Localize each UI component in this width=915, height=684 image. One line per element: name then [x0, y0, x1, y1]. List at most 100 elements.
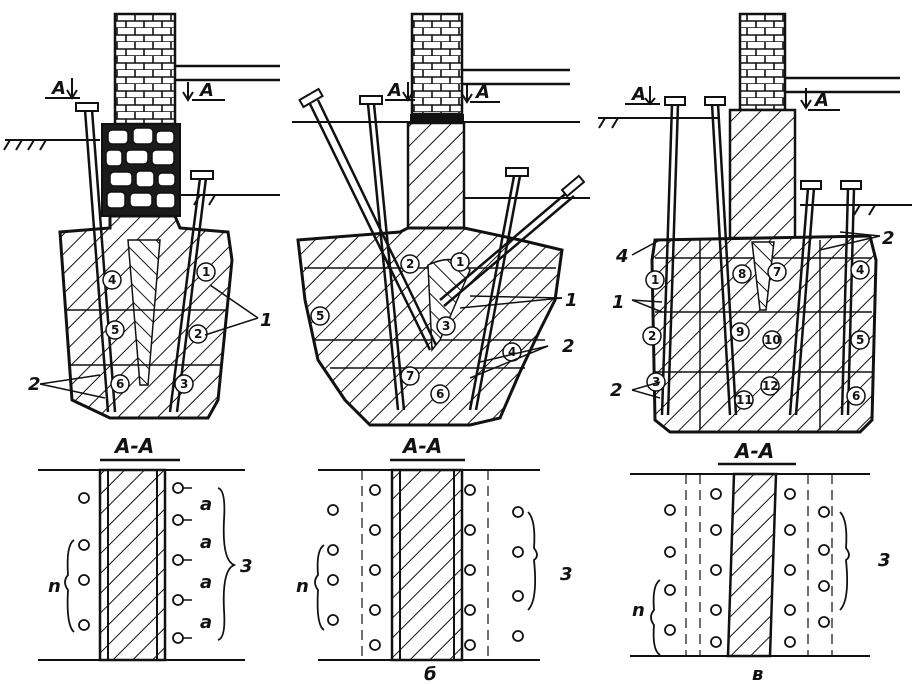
- section-title: A-A: [113, 434, 154, 458]
- injector-pipes-v: [660, 103, 856, 416]
- step-label: a: [200, 612, 212, 633]
- spacing-label: n: [296, 576, 309, 597]
- zone-number: 2: [194, 327, 202, 341]
- pipe-head-icon: [704, 96, 726, 106]
- pipe-head-icon: [800, 180, 822, 190]
- zone-number: 5: [316, 309, 324, 323]
- zone-number: 6: [116, 377, 124, 391]
- pipe-head-icon: [664, 96, 686, 106]
- brick-wall-v: [738, 12, 787, 112]
- zone-markers-a: [102, 262, 216, 394]
- foundation-b: [406, 121, 466, 230]
- callout-label: 1: [260, 310, 273, 331]
- zone-number: 7: [406, 369, 414, 383]
- zone-number: 3: [180, 377, 188, 391]
- callout-leaders-v: [631, 231, 881, 399]
- cut-mark-label: A: [386, 80, 402, 101]
- pipe-head-icon: [298, 87, 324, 109]
- zone-number: 9: [736, 325, 744, 339]
- section-mark-b-right: [461, 84, 500, 104]
- void-wedge-v: [751, 241, 775, 311]
- floor-slab-v: [785, 76, 900, 94]
- footing-cap-b: [410, 114, 464, 123]
- zone-number: 1: [202, 265, 210, 279]
- section-mark-v-left: [625, 86, 660, 106]
- step-label: a: [200, 494, 212, 515]
- pipe-head-icon: [359, 95, 383, 105]
- zone-number: 4: [508, 345, 516, 359]
- plan-view-a: [38, 468, 245, 662]
- step-label: a: [200, 532, 212, 553]
- panel-v: A A 1 2 3 4 5 6 7 8 9 10 11 12: [598, 12, 912, 684]
- step-label: a: [200, 572, 212, 593]
- pipe-head-icon: [190, 170, 214, 180]
- zone-number: 4: [856, 263, 864, 277]
- callout-label: 3: [560, 564, 573, 585]
- zone-markers-b: [310, 252, 522, 404]
- panel-caption: в: [752, 664, 763, 684]
- floor-slab-b: [462, 68, 570, 86]
- panel-a: A A 1 2 3 4 5 6 1 2 A-A: [3, 12, 280, 662]
- cut-mark-label: A: [630, 84, 646, 105]
- callout-label: 2: [610, 380, 623, 401]
- zone-number: 3: [652, 375, 660, 389]
- zone-number: 4: [108, 273, 116, 287]
- spacing-label: n: [632, 600, 645, 621]
- zone-number: 1: [456, 255, 464, 269]
- layer-lines-a: [65, 309, 228, 366]
- cut-mark-label: A: [198, 80, 214, 101]
- zone-number: 5: [856, 333, 864, 347]
- zone-number: 7: [773, 265, 781, 279]
- pipe-head-icon: [75, 102, 99, 112]
- panel-caption: б: [424, 664, 437, 684]
- zone-number: 3: [442, 319, 450, 333]
- brick-wall-a: [113, 12, 177, 126]
- brick-wall-b: [410, 12, 464, 116]
- floor-slab-a: [175, 64, 280, 82]
- callout-label: 4: [615, 246, 629, 267]
- zone-number: 1: [651, 273, 659, 287]
- callout-label: 1: [612, 292, 625, 313]
- foundation-v: [728, 108, 797, 240]
- zone-markers-v: [642, 260, 870, 410]
- callout-label: 1: [565, 290, 578, 311]
- zone-number: 2: [406, 257, 414, 271]
- zone-number: 8: [738, 267, 746, 281]
- zone-number: 5: [111, 323, 119, 337]
- cut-mark-label: A: [50, 78, 66, 99]
- section-mark-v-right: [800, 88, 840, 111]
- zone-number: 6: [852, 389, 860, 403]
- void-wedge-a: [127, 239, 161, 386]
- pipe-head-icon: [560, 174, 586, 198]
- section-mark-b-left: [385, 82, 415, 102]
- section-mark-a-left: [45, 78, 80, 100]
- section-title: A-A: [401, 434, 442, 458]
- zone-number: 11: [736, 393, 753, 407]
- zone-number: 12: [762, 379, 779, 393]
- plan-view-b: [314, 468, 540, 662]
- callout-label: 2: [882, 228, 895, 249]
- ground-line-v: [598, 117, 912, 216]
- section-mark-a-right: [182, 82, 225, 102]
- zone-number: 6: [436, 387, 444, 401]
- callout-label: 2: [28, 374, 41, 395]
- rubble-foundation-a: [101, 123, 181, 217]
- spacing-label: n: [48, 576, 61, 597]
- cut-mark-label: A: [474, 82, 490, 103]
- plan-view-v: [630, 472, 870, 658]
- soil-block-b: [296, 226, 564, 427]
- section-title: A-A: [733, 439, 774, 463]
- callout-leaders-b: [459, 295, 563, 379]
- injector-pipes-b: [308, 99, 575, 411]
- callout-label: 2: [562, 336, 575, 357]
- callout-label: 3: [240, 556, 253, 577]
- callout-label: 3: [878, 550, 891, 571]
- pipe-head-icon: [505, 167, 529, 177]
- cut-mark-label: A: [813, 90, 829, 111]
- zone-number: 10: [764, 333, 781, 347]
- injector-pipes-a: [83, 109, 208, 413]
- panel-b: A A 1 2 3 4 5 6 7 1 2 A-A: [292, 12, 590, 684]
- pipe-head-icon: [840, 180, 862, 190]
- callout-leaders-a: [39, 284, 259, 399]
